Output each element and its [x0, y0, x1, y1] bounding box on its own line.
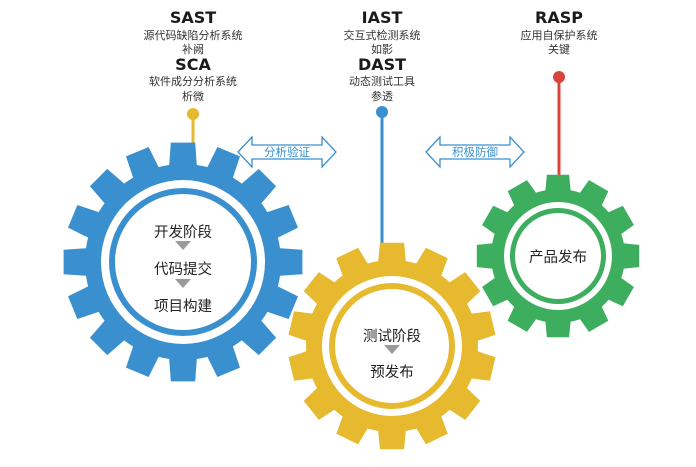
- stage-build: 项目构建: [154, 299, 212, 315]
- tool-product-dast: 参透: [371, 90, 393, 103]
- tool-desc-iast: 交互式检测系统: [343, 29, 421, 42]
- stage-commit: 代码提交: [154, 262, 212, 278]
- arrow-label-defense: 积极防御: [452, 145, 498, 159]
- tool-title-sast: SAST: [169, 8, 217, 27]
- gear-ring: [115, 194, 251, 330]
- gear-development: [63, 142, 303, 382]
- step-arrow-icon: [175, 241, 191, 250]
- arrow-label-analysis: 分析验证: [264, 145, 310, 159]
- tool-title-rasp: RASP: [535, 8, 583, 27]
- gear-ring: [515, 213, 601, 299]
- tool-product-sca: 析微: [182, 90, 204, 103]
- gear-release: [476, 174, 640, 338]
- stage-prerelease: 预发布: [370, 365, 414, 381]
- stage-release: 产品发布: [529, 250, 587, 266]
- tool-desc-sca: 软件成分分析系统: [149, 75, 237, 88]
- tool-title-iast: IAST: [361, 8, 403, 27]
- tool-title-sca: SCA: [175, 55, 211, 74]
- stage-develop: 开发阶段: [154, 225, 212, 241]
- pin-sast-sca: [187, 108, 199, 145]
- tool-desc-dast: 动态测试工具: [349, 75, 415, 88]
- double-arrow-analysis: [237, 135, 337, 169]
- stage-testing: 测试阶段: [363, 329, 421, 345]
- tool-product-iast: 如影: [371, 43, 393, 56]
- tool-product-sast: 补阙: [182, 43, 204, 56]
- tool-title-dast: DAST: [357, 55, 407, 74]
- tool-product-rasp: 关键: [548, 43, 570, 56]
- tool-desc-sast: 源代码缺陷分析系统: [143, 29, 243, 42]
- double-arrow-defense: [425, 135, 525, 169]
- pin-iast-dast: [376, 106, 388, 265]
- tool-desc-rasp: 应用自保护系统: [520, 29, 598, 42]
- pin-rasp: [553, 71, 565, 180]
- step-arrow-icon: [384, 345, 400, 354]
- step-arrow-icon: [175, 279, 191, 288]
